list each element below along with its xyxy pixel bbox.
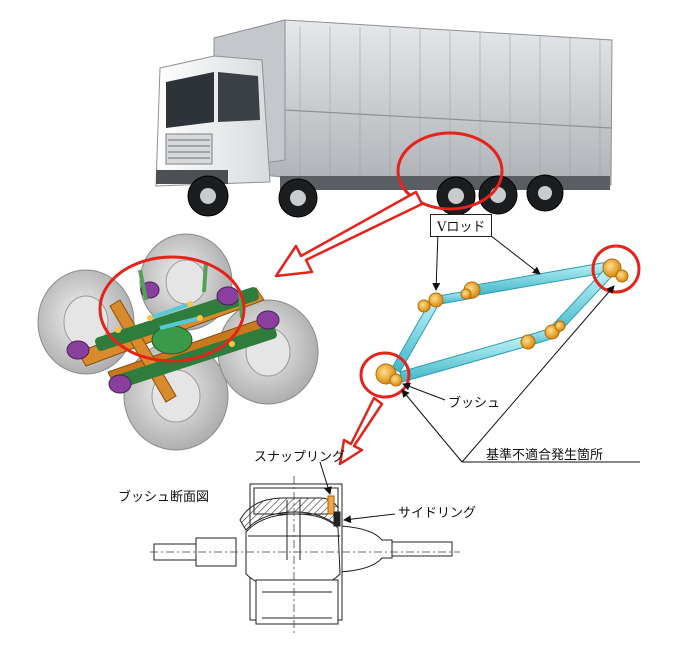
axle-highlight-circle — [98, 255, 246, 363]
vrod-highlight-circle-right — [591, 244, 641, 294]
snap-ring-label: スナップリング — [254, 450, 346, 465]
bush-label: ブッシュ — [448, 396, 501, 411]
highlight-circles — [98, 131, 641, 399]
v-rod-assembly — [375, 258, 629, 387]
side-ring-label: サイドリング — [398, 506, 477, 521]
axle-assembly-illustration — [37, 233, 319, 451]
truck-illustration — [155, 19, 613, 218]
vrod-highlight-circle-left — [359, 351, 411, 399]
red-arrow-bush-to-section — [338, 396, 384, 466]
defect-location-label: 基準不適合発生箇所 — [486, 448, 604, 463]
bush-section-title: ブッシュ断面図 — [118, 490, 210, 505]
truck-highlight-circle — [396, 131, 504, 211]
bush-cross-section-drawing — [150, 476, 460, 634]
v-rod-label: Vロッド — [430, 214, 493, 237]
leader-lines — [319, 231, 640, 524]
red-arrow-truck-to-axle — [274, 190, 424, 278]
